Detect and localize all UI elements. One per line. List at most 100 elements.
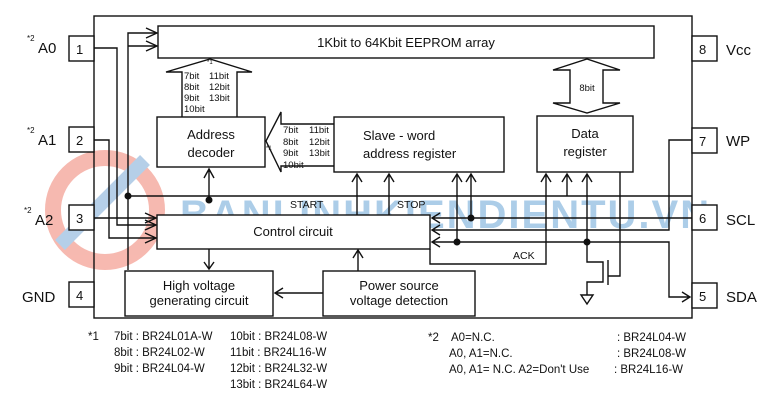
pin-name: GND (22, 289, 56, 306)
pin-number: 6 (699, 211, 706, 226)
data-bus-double-arrow (552, 58, 621, 114)
svg-text:11bit: 11bit (309, 125, 329, 136)
svg-text:12bit: 12bit (309, 137, 330, 148)
ack-signal-label: ACK (513, 250, 535, 262)
high-voltage-label-2: generating circuit (150, 293, 249, 308)
pin-note: *2 (24, 206, 32, 215)
footnote-1: *1 7bit : BR24L01A-W 8bit : BR24L02-W 9b… (88, 331, 327, 391)
footnote-row: 8bit : BR24L02-W (114, 347, 205, 359)
pin-sda: 5 SDA (691, 282, 757, 309)
eeprom-array-label: 1Kbit to 64Kbit EEPROM array (317, 35, 495, 50)
chip-outline (93, 15, 693, 319)
footnote-row: : BR24L16-W (614, 364, 683, 376)
pin-name: A0 (38, 40, 56, 57)
svg-text:10bit: 10bit (283, 160, 304, 171)
slave-word-address-register-block: Slave - word address register (333, 116, 505, 173)
footnote-row: 13bit : BR24L64-W (230, 379, 327, 391)
pin-name: SDA (726, 289, 757, 306)
pin-note: *2 (27, 34, 35, 43)
address-decoder-label-2: decoder (188, 145, 236, 160)
svg-text:10bit: 10bit (184, 104, 205, 115)
svg-text:12bit: 12bit (209, 82, 230, 93)
svg-text:9bit: 9bit (283, 148, 299, 159)
pin-note: *2 (27, 126, 35, 135)
address-decoder-block: Address decoder (156, 116, 266, 168)
footnote-row: A0, A1= N.C. A2=Don't Use (449, 364, 589, 376)
pin-number: 2 (76, 133, 83, 148)
pin-number: 1 (76, 42, 83, 57)
eeprom-array-block: 1Kbit to 64Kbit EEPROM array (157, 25, 655, 59)
watermark-logo-icon (45, 150, 165, 270)
pin-name: A1 (38, 132, 56, 149)
svg-text:8bit: 8bit (283, 137, 299, 148)
left-bus-bit-labels: 7bit 11bit 8bit 12bit 9bit 13bit 10bit *1 (266, 125, 330, 171)
power-source-label-2: voltage detection (350, 293, 448, 308)
slave-register-label-1: Slave - word (363, 128, 435, 143)
pin-name: Vcc (726, 42, 752, 59)
footnote-row: 12bit : BR24L32-W (230, 363, 327, 375)
pin-number: 4 (76, 288, 83, 303)
footnote-row: : BR24L04-W (617, 332, 686, 344)
pin-box (691, 35, 718, 62)
pin-number: 3 (76, 211, 83, 226)
pin-vcc: 8 Vcc (691, 35, 752, 62)
up-bus-bit-labels: 7bit 11bit 8bit 12bit 9bit 13bit 10bit *1 (184, 60, 230, 115)
footnote-marker: *2 (428, 332, 439, 344)
pin-number: 7 (699, 134, 706, 149)
pin-box (68, 281, 95, 308)
svg-text:*1: *1 (207, 60, 213, 66)
pin-name: SCL (726, 212, 755, 229)
watermark-logo-slash (55, 155, 150, 250)
pin-box (691, 282, 718, 309)
pin-a2: *2 A2 3 (24, 204, 95, 231)
pin-scl: 6 SCL (691, 204, 755, 231)
address-bus-up-arrow (165, 58, 253, 117)
pin-name: A2 (35, 212, 53, 229)
address-decoder-label-1: Address (187, 127, 235, 142)
svg-text:*1: *1 (266, 146, 272, 152)
footnote-marker: *1 (88, 331, 99, 343)
pin-a1: *2 A1 2 (27, 126, 95, 153)
footnote-row: 9bit : BR24L04-W (114, 363, 205, 375)
svg-text:7bit: 7bit (184, 71, 200, 82)
footnote-row: 10bit : BR24L08-W (230, 331, 327, 343)
svg-text:8bit: 8bit (184, 82, 200, 93)
slave-register-label-2: address register (363, 146, 457, 161)
pin-wp: 7 WP (691, 127, 750, 154)
footnote-row: A0, A1=N.C. (449, 348, 513, 360)
data-register-label-1: Data (571, 126, 599, 141)
power-source-detection-block: Power source voltage detection (322, 270, 476, 317)
pin-box (691, 204, 718, 231)
power-source-label-1: Power source (359, 278, 438, 293)
pin-box (68, 204, 95, 231)
stop-signal-label: STOP (397, 199, 425, 211)
high-voltage-label-1: High voltage (163, 278, 235, 293)
footnote-row: : BR24L08-W (617, 348, 686, 360)
svg-text:11bit: 11bit (209, 71, 229, 82)
footnote-row: A0=N.C. (451, 332, 495, 344)
svg-text:7bit: 7bit (283, 125, 299, 136)
data-register-block: Data register (536, 115, 634, 173)
pin-a0: *2 A0 1 (27, 34, 95, 62)
pin-box (691, 127, 718, 154)
control-circuit-block: Control circuit (156, 214, 431, 250)
wiring: START STOP ACK (94, 27, 692, 306)
pin-box (68, 126, 95, 153)
high-voltage-block: High voltage generating circuit (124, 270, 274, 317)
footnote-row: 11bit : BR24L16-W (230, 347, 326, 359)
data-bus-label: 8bit (579, 83, 595, 94)
pin-number: 5 (699, 289, 706, 304)
pin-name: WP (726, 133, 750, 150)
svg-text:9bit: 9bit (184, 93, 200, 104)
footnote-row: 7bit : BR24L01A-W (114, 331, 213, 343)
control-circuit-label: Control circuit (253, 224, 333, 239)
svg-text:13bit: 13bit (309, 148, 330, 159)
pin-gnd: GND 4 (22, 281, 95, 308)
address-bus-left-arrow (265, 111, 334, 173)
data-register-label-2: register (563, 144, 607, 159)
start-signal-label: START (290, 199, 324, 211)
pin-number: 8 (699, 42, 706, 57)
footnote-2: *2 A0=N.C. : BR24L04-W A0, A1=N.C. : BR2… (428, 332, 686, 376)
svg-text:13bit: 13bit (209, 93, 230, 104)
